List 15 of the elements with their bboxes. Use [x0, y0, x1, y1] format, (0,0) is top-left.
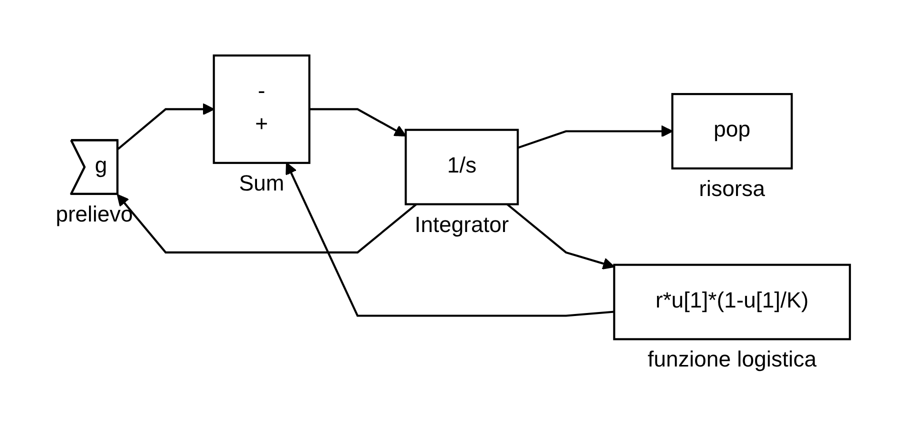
block-caption: funzione logistica	[648, 346, 816, 372]
block-caption: risorsa	[699, 176, 766, 201]
arrow	[286, 162, 614, 317]
node-box: r*u[1]*(1-u[1]/K)	[613, 264, 851, 340]
arrow	[117, 103, 214, 150]
node-box: 1/s	[404, 128, 519, 206]
arrow	[506, 203, 615, 270]
node-box: - +	[212, 54, 310, 164]
arrow	[309, 108, 406, 136]
block-caption: prelievo	[56, 201, 133, 226]
arrow	[517, 125, 673, 149]
block-caption: Sum	[238, 170, 284, 196]
node-box: pop	[671, 93, 793, 170]
arrow	[116, 194, 418, 254]
block-caption: Integrator	[414, 212, 509, 237]
